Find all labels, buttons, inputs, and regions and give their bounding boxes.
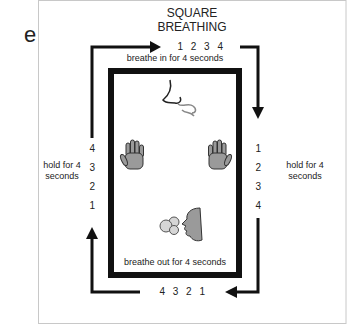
count-number: 2 bbox=[87, 181, 97, 193]
step-label: hold for 4 seconds bbox=[282, 160, 328, 182]
arrowhead bbox=[252, 107, 264, 119]
arrowhead bbox=[150, 41, 161, 53]
count-number: 3 bbox=[253, 181, 263, 193]
hand-icon bbox=[119, 140, 143, 169]
step-label: hold for 4 seconds bbox=[41, 160, 83, 182]
inner-square bbox=[111, 71, 239, 275]
count-numbers: 1 2 3 4 bbox=[175, 41, 225, 53]
frame bbox=[39, 1, 347, 324]
arrow-line bbox=[240, 47, 258, 108]
palm bbox=[125, 153, 143, 169]
count-number: 2 bbox=[253, 162, 263, 174]
thumb bbox=[223, 154, 233, 167]
arrowhead bbox=[86, 227, 98, 239]
cycle-arrows bbox=[92, 47, 258, 292]
breath-wisp bbox=[178, 104, 196, 116]
count-number: 4 bbox=[253, 200, 263, 212]
nose-icon bbox=[163, 80, 196, 116]
count-number: 1 bbox=[87, 200, 97, 212]
nose bbox=[163, 80, 181, 103]
count-number: 1 bbox=[253, 143, 263, 155]
cut-text: e bbox=[24, 22, 36, 48]
count-numbers: 4 3 2 1 bbox=[157, 286, 207, 298]
hand-icon bbox=[209, 140, 233, 169]
palm bbox=[209, 153, 227, 169]
face bbox=[182, 208, 202, 241]
step-label: breathe in for 4 seconds bbox=[110, 53, 240, 64]
puff bbox=[170, 226, 179, 235]
count-number: 3 bbox=[87, 162, 97, 174]
blowing-face-icon bbox=[160, 208, 202, 241]
count-number: 4 bbox=[87, 143, 97, 155]
step-label: breathe out for 4 seconds bbox=[110, 257, 240, 268]
title: SQUARE BREATHING bbox=[137, 6, 247, 34]
arrowhead bbox=[225, 286, 237, 298]
arrowheads bbox=[86, 41, 264, 298]
thumb bbox=[119, 154, 129, 167]
